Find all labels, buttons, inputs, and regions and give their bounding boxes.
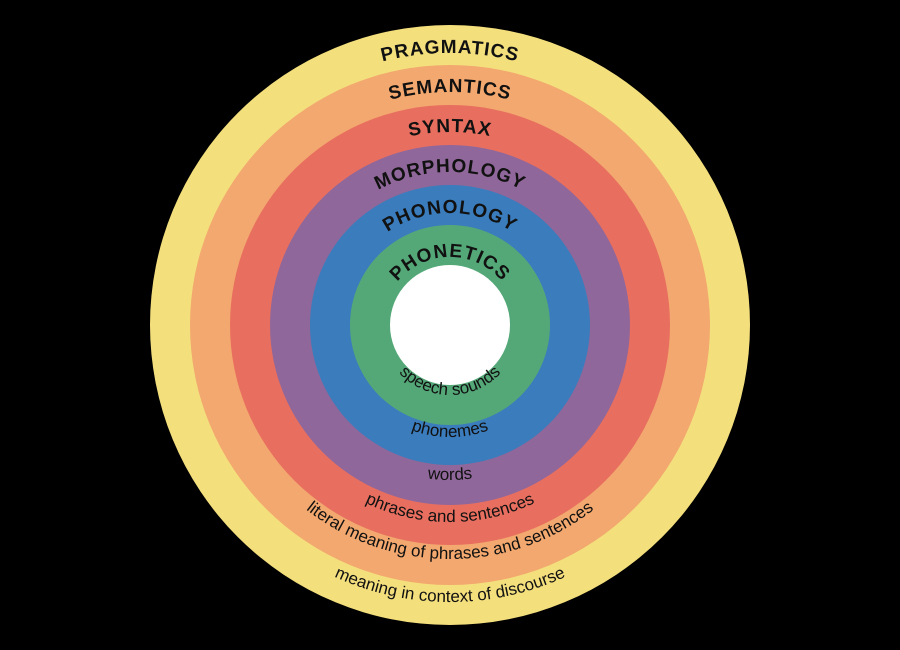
ring-description-morphology: words — [426, 463, 473, 484]
center-hole — [390, 265, 510, 385]
